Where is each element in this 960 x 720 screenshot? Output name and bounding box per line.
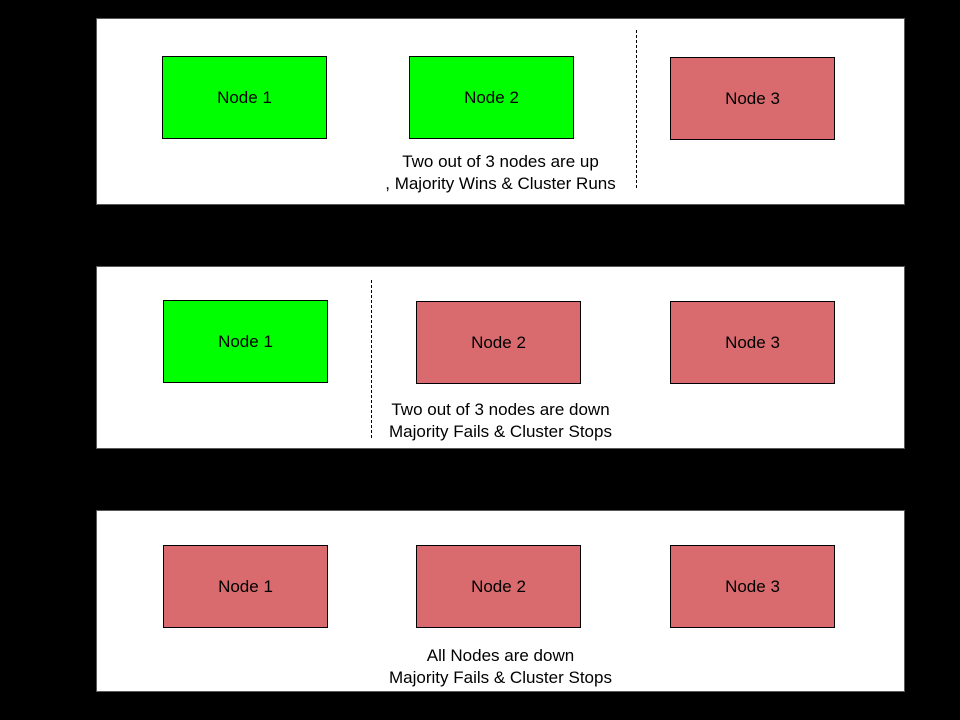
caption-line-2: Majority Fails & Cluster Stops <box>389 422 612 441</box>
node2-label: Node 2 <box>471 332 526 352</box>
node2-label: Node 2 <box>464 87 519 107</box>
network-partition-divider <box>636 30 637 188</box>
node1-box: Node 1 <box>163 300 328 383</box>
node1-label: Node 1 <box>217 87 272 107</box>
node2-label: Node 2 <box>471 576 526 596</box>
node2-box: Node 2 <box>416 545 581 628</box>
node1-box: Node 1 <box>163 545 328 628</box>
network-partition-divider <box>371 280 372 438</box>
node3-label: Node 3 <box>725 88 780 108</box>
node2-box: Node 2 <box>409 56 574 139</box>
node1-label: Node 1 <box>218 576 273 596</box>
node3-box: Node 3 <box>670 545 835 628</box>
caption-line-1: Two out of 3 nodes are up <box>402 152 599 171</box>
caption-line-2: , Majority Wins & Cluster Runs <box>385 174 616 193</box>
caption-line-2: Majority Fails & Cluster Stops <box>389 668 612 687</box>
panel-all-nodes-down: Node 1 Node 2 Node 3 All Nodes are down … <box>96 510 905 692</box>
panel-caption: Two out of 3 nodes are up , Majority Win… <box>97 151 904 195</box>
node3-box: Node 3 <box>670 57 835 140</box>
caption-line-1: Two out of 3 nodes are down <box>391 400 610 419</box>
node3-label: Node 3 <box>725 332 780 352</box>
node2-box: Node 2 <box>416 301 581 384</box>
panel-caption: All Nodes are down Majority Fails & Clus… <box>97 645 904 689</box>
panel-caption: Two out of 3 nodes are down Majority Fai… <box>97 399 904 443</box>
node1-label: Node 1 <box>218 331 273 351</box>
caption-line-1: All Nodes are down <box>426 646 575 665</box>
node3-box: Node 3 <box>670 301 835 384</box>
node1-box: Node 1 <box>162 56 327 139</box>
panel-two-nodes-up: Node 1 Node 2 Node 3 Two out of 3 nodes … <box>96 18 905 205</box>
panel-two-nodes-down: Node 1 Node 2 Node 3 Two out of 3 nodes … <box>96 266 905 449</box>
node3-label: Node 3 <box>725 576 780 596</box>
